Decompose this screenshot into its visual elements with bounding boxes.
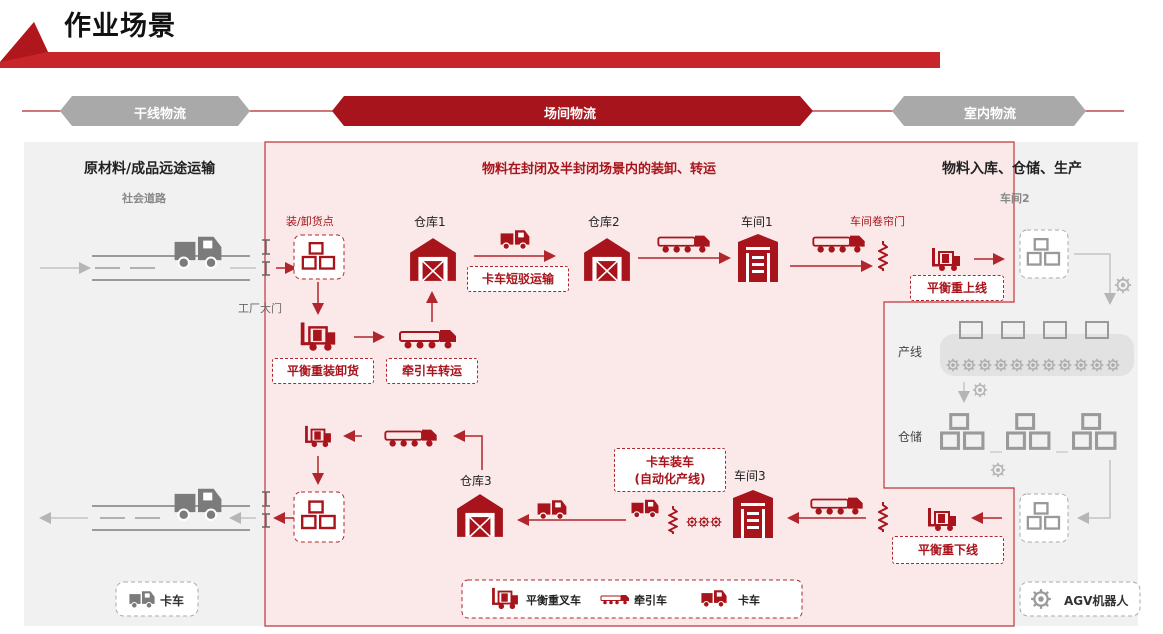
label-roller-door: 车间卷帘门 bbox=[850, 215, 905, 228]
box-forklift-offline: 平衡重下线 bbox=[892, 536, 1004, 564]
legend-label-forklift: 平衡重叉车 bbox=[526, 594, 581, 607]
box-truck-shuttle: 卡车短驳运输 bbox=[467, 266, 569, 292]
legend-label-truck: 卡车 bbox=[738, 594, 760, 607]
legend-box-middle bbox=[461, 579, 803, 619]
phase-label-trunk: 干线物流 bbox=[133, 107, 186, 122]
box-truck-loading: 卡车装车 (自动化产线) bbox=[614, 448, 726, 492]
legend-agv-icon bbox=[1030, 588, 1052, 610]
phase-chevron-yard bbox=[332, 96, 813, 126]
label-warehouse1: 仓库1 bbox=[414, 215, 446, 229]
label-workshop1: 车间1 bbox=[741, 215, 773, 229]
label-factory-gate: 工厂大门 bbox=[238, 302, 282, 315]
section-title-yard: 物料在封闭及半封闭场景内的装卸、转运 bbox=[482, 162, 717, 177]
agv-icon-3 bbox=[990, 462, 1006, 478]
machine-icons bbox=[959, 321, 1109, 339]
legend-box-left bbox=[115, 581, 199, 617]
panel-trunk bbox=[24, 142, 266, 626]
legend-label-tractor: 牵引车 bbox=[634, 594, 667, 607]
road-top bbox=[40, 255, 297, 281]
section-title-trunk: 原材料/成品远途运输 bbox=[84, 161, 216, 177]
phase-label-indoor: 室内物流 bbox=[963, 107, 1016, 122]
agv-icon-1 bbox=[1114, 276, 1132, 294]
phase-label-yard: 场间物流 bbox=[543, 107, 596, 122]
workshop3-icon bbox=[733, 490, 773, 538]
agv-icon-2 bbox=[972, 382, 988, 398]
section-subtitle-road: 社会道路 bbox=[122, 192, 166, 205]
box-truck-loading-line1: 卡车装车 bbox=[645, 455, 694, 469]
label-production-line: 产线 bbox=[898, 345, 923, 359]
workshop1-icon bbox=[738, 234, 778, 282]
label-load-point: 装/卸货点 bbox=[286, 215, 334, 228]
legend-box-right bbox=[1019, 581, 1141, 617]
legend-label-truck-left: 卡车 bbox=[160, 594, 185, 608]
box-forklift-online: 平衡重上线 bbox=[910, 275, 1004, 301]
box-forklift-unload: 平衡重装卸货 bbox=[272, 358, 374, 384]
phase-chevron-trunk bbox=[60, 96, 250, 126]
legend-label-agv: AGV机器人 bbox=[1064, 594, 1129, 608]
box-tractor-transfer: 牵引车转运 bbox=[386, 358, 478, 384]
label-warehouse3: 仓库3 bbox=[460, 474, 492, 488]
belt-rollers bbox=[946, 358, 1120, 372]
label-warehouse2: 仓库2 bbox=[588, 215, 620, 229]
label-storage: 仓储 bbox=[898, 430, 923, 444]
box-truck-loading-line2: (自动化产线) bbox=[634, 472, 706, 486]
header-band bbox=[0, 22, 940, 68]
page-title: 作业场景 bbox=[64, 11, 176, 42]
section-title-indoor: 物料入库、仓储、生产 bbox=[942, 161, 1082, 177]
label-workshop2: 车间2 bbox=[1000, 192, 1030, 205]
label-workshop3: 车间3 bbox=[734, 469, 766, 483]
phase-chevron-indoor bbox=[892, 96, 1086, 126]
conveyor-gears-icon bbox=[686, 516, 722, 528]
road-bottom bbox=[39, 505, 294, 531]
